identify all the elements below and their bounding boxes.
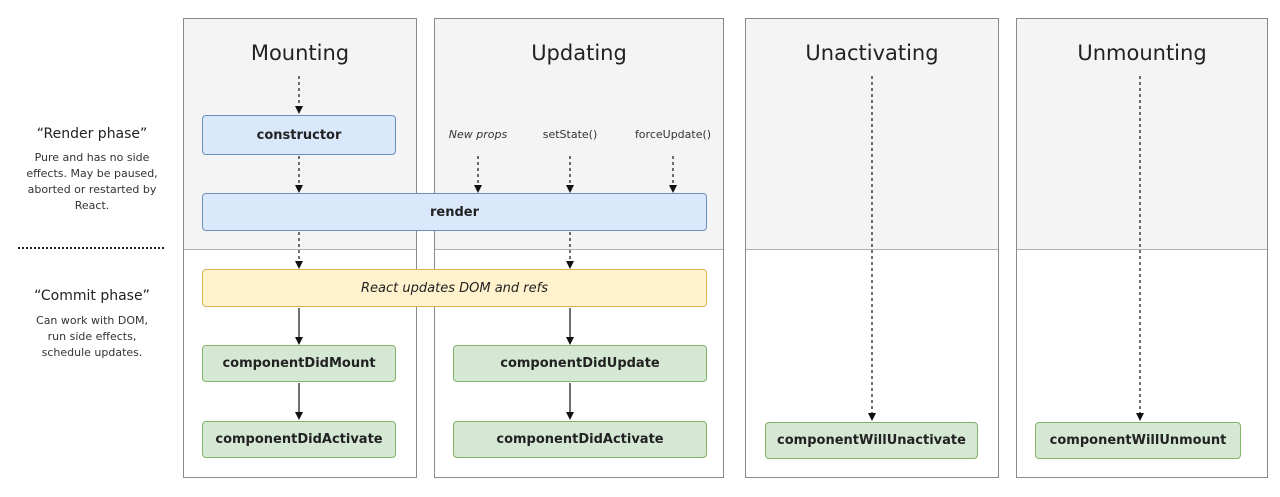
updating-column: Updating (434, 18, 724, 478)
unactivating-render-area (746, 19, 998, 250)
trigger-force-update: forceUpdate() (634, 128, 712, 141)
component-did-update-box: componentDidUpdate (453, 345, 707, 382)
component-will-unmount-box: componentWillUnmount (1035, 422, 1241, 459)
component-will-unactivate-box: componentWillUnactivate (765, 422, 978, 459)
unmounting-title: Unmounting (1077, 41, 1207, 65)
component-did-mount-box: componentDidMount (202, 345, 396, 382)
component-did-activate-update-box: componentDidActivate (453, 421, 707, 458)
unmounting-render-area (1017, 19, 1267, 250)
react-updates-dom-box: React updates DOM and refs (202, 269, 707, 307)
unmounting-column: Unmounting (1016, 18, 1268, 478)
render-box: render (202, 193, 707, 231)
phase-divider (18, 247, 164, 249)
commit-phase-title: “Commit phase” (34, 288, 150, 304)
trigger-new-props: New props (448, 128, 508, 141)
updating-title: Updating (531, 41, 627, 65)
mounting-title: Mounting (250, 41, 350, 65)
trigger-set-state: setState() (542, 128, 598, 141)
render-phase-title: “Render phase” (36, 126, 148, 142)
render-phase-description: Pure and has no side effects. May be pau… (26, 151, 158, 212)
commit-phase-description: Can work with DOM, run side effects, sch… (36, 314, 148, 359)
component-did-activate-mount-box: componentDidActivate (202, 421, 396, 458)
unactivating-title: Unactivating (805, 41, 939, 65)
constructor-box: constructor (202, 115, 396, 155)
